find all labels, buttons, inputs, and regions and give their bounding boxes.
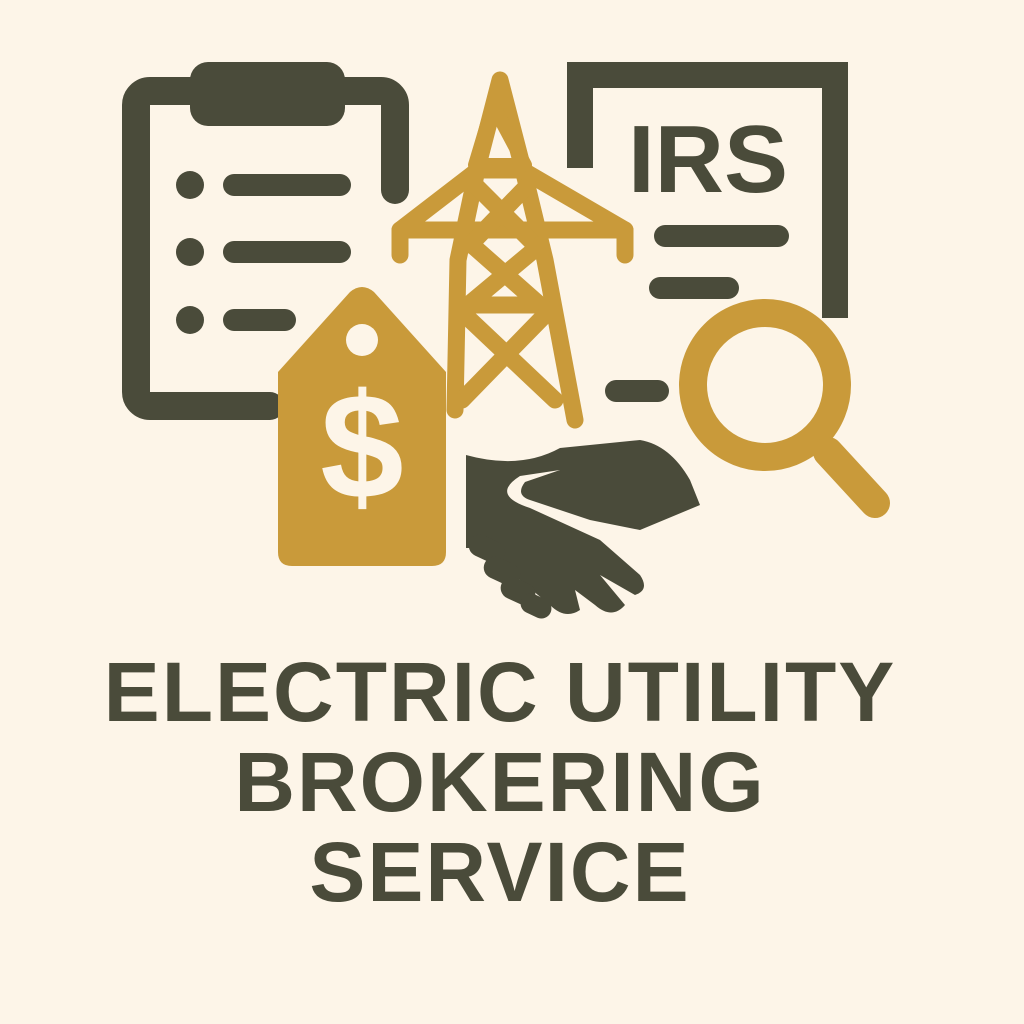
- dollar-sign: $: [320, 362, 403, 530]
- magnifying-glass-icon: [679, 299, 890, 518]
- irs-document-icon: IRS: [567, 62, 848, 402]
- clipboard-icon: [122, 62, 409, 420]
- handshake-icon: [466, 440, 700, 619]
- title-line-2: BROKERING: [234, 735, 766, 829]
- tag-hole: [346, 324, 378, 356]
- price-tag-icon: $: [278, 287, 446, 566]
- irs-label: IRS: [628, 106, 788, 213]
- title-line-1: ELECTRIC UTILITY: [103, 645, 897, 739]
- title-line-3: SERVICE: [309, 825, 691, 919]
- transmission-tower-icon: [391, 71, 634, 429]
